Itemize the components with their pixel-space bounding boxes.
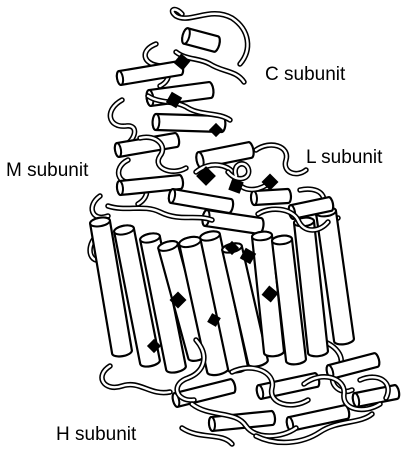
m-subunit-label: M subunit — [6, 160, 88, 182]
l-subunit-label: L subunit — [306, 147, 382, 169]
helix-1 — [181, 27, 222, 52]
loop-front-1 — [176, 52, 244, 82]
loop-back-10 — [102, 366, 170, 393]
loop-back-7 — [256, 145, 306, 174]
helix-group — [89, 27, 400, 431]
h-subunit-label: H subunit — [56, 424, 136, 446]
loop-front-10 — [192, 404, 296, 436]
helix-25 — [256, 373, 321, 400]
c-subunit-label: C subunit — [265, 64, 345, 86]
helix-8 — [168, 189, 234, 214]
